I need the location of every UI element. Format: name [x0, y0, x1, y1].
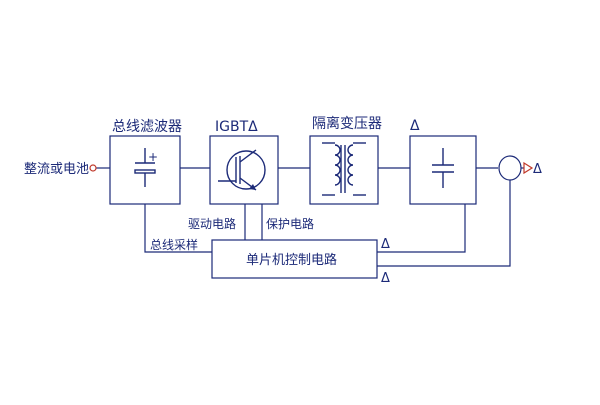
mcu-label: 单片机控制电路 — [246, 252, 337, 268]
bus-sampling-wire — [144, 204, 212, 253]
feedback-wire-filter — [377, 204, 466, 253]
output-node-icon — [498, 155, 522, 181]
igbt-transistor-icon — [218, 149, 266, 191]
igbt-label: IGBTΔ — [215, 119, 258, 135]
feedback-label-2: Δ — [381, 271, 390, 286]
capacitor-icon — [432, 148, 454, 188]
transformer-label: 隔离变压器 — [312, 115, 382, 132]
input-terminal-icon — [89, 164, 97, 172]
transformer-block — [309, 135, 379, 205]
bus-sampling-label: 总线采样 — [150, 237, 198, 252]
output-arrow-icon — [523, 161, 534, 175]
output-filter-label: Δ — [410, 118, 420, 134]
capacitor-plus-sign: + — [148, 150, 158, 164]
igbt-block — [209, 135, 279, 205]
protection-circuit-label: 保护电路 — [266, 216, 314, 231]
feedback-label-1: Δ — [381, 237, 390, 252]
input-label: 整流或电池 — [24, 162, 89, 177]
electrolytic-capacitor-icon: + — [134, 148, 158, 187]
mcu-block — [211, 239, 378, 279]
output-filter-block — [409, 135, 477, 205]
transformer-coil-icon — [322, 142, 366, 196]
drive-circuit-label: 驱动电路 — [188, 216, 236, 231]
bus-filter-label: 总线滤波器 — [112, 119, 182, 135]
output-label: Δ — [533, 162, 542, 177]
feedback-wire-output — [377, 180, 511, 267]
